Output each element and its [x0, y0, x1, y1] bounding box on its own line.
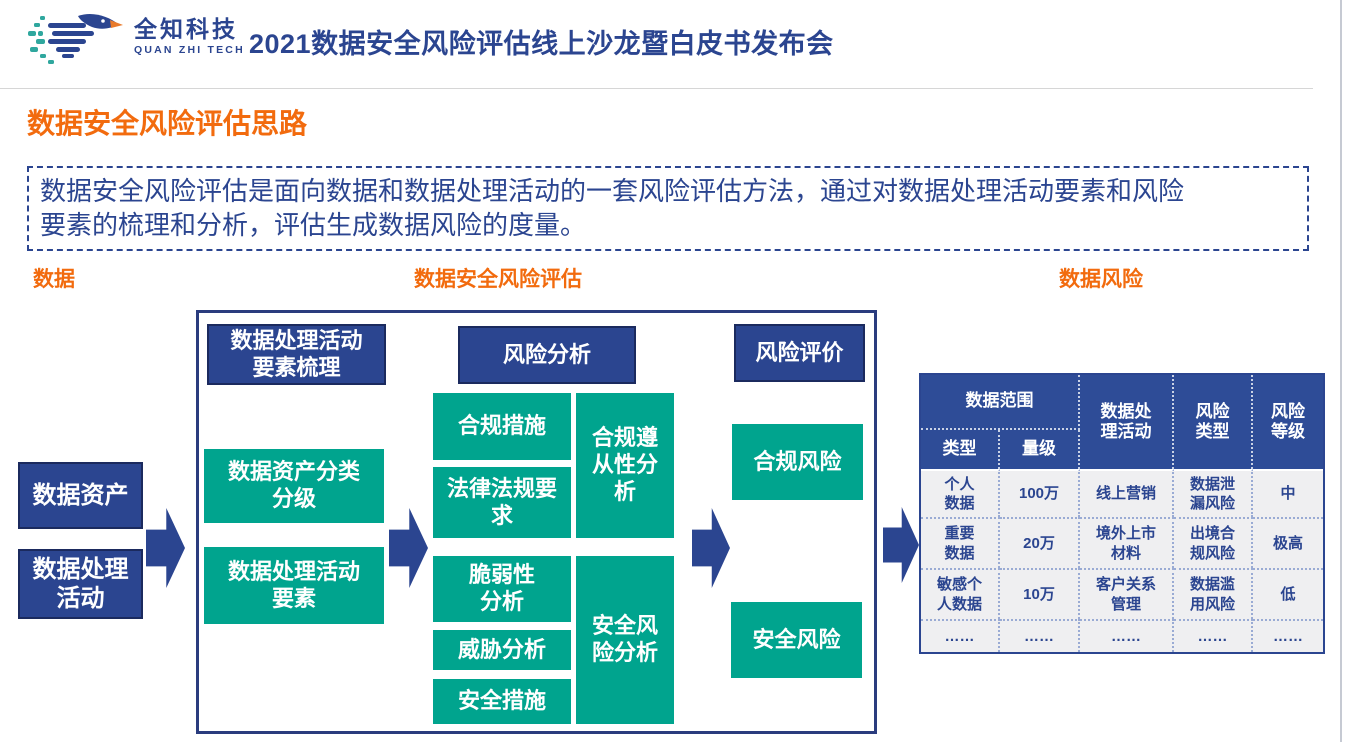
table-cell: 中: [1253, 469, 1323, 517]
flow-box-threat-analysis: 威胁分析: [433, 630, 571, 670]
description-box: 数据安全风险评估是面向数据和数据处理活动的一套风险评估方法，通过对数据处理活动要…: [27, 166, 1309, 251]
flow-box-asset-classification: 数据资产分类 分级: [204, 449, 384, 523]
table-cell: 出境合 规风险: [1174, 517, 1253, 568]
assessment-container: [196, 310, 877, 734]
logo-company-subname: QUAN ZHI TECH: [134, 44, 245, 57]
flow-box-legal-requirements: 法律法规要 求: [433, 467, 571, 538]
table-cell: 100万: [1000, 469, 1080, 517]
table-cell: 重要 数据: [921, 517, 1000, 568]
label-data: 数据: [33, 268, 75, 291]
table-header-risk-level: 风险 等级: [1253, 375, 1323, 469]
table-cell: 境外上市 材料: [1080, 517, 1174, 568]
flow-box-data-assets: 数据资产: [18, 462, 143, 529]
page-title: 2021数据安全风险评估线上沙龙暨白皮书发布会: [249, 29, 834, 59]
logo-company-name: 全知科技: [134, 16, 238, 42]
section-heading: 数据安全风险评估思路: [27, 108, 308, 139]
table-header-type: 类型: [921, 430, 1000, 469]
logo-bird-icon: [28, 13, 123, 64]
table-cell: 数据泄 漏风险: [1174, 469, 1253, 517]
flow-arrow-4-icon: [883, 507, 919, 583]
flow-box-security-measures: 安全措施: [433, 679, 571, 724]
logo-text: 全知科技 QUAN ZHI TECH: [134, 16, 245, 57]
table-cell: ……: [1253, 619, 1323, 652]
table-cell: 线上营销: [1080, 469, 1174, 517]
table-cell: ……: [1174, 619, 1253, 652]
label-assessment: 数据安全风险评估: [414, 268, 582, 291]
table-cell: 客户关系 管理: [1080, 568, 1174, 619]
flow-box-compliance-conformance-analysis: 合规遵 从性分 析: [576, 393, 674, 538]
table-cell: ……: [921, 619, 1000, 652]
flow-box-risk-evaluation: 风险评价: [734, 324, 865, 382]
table-cell: 个人 数据: [921, 469, 1000, 517]
table-cell: 敏感个 人数据: [921, 568, 1000, 619]
header-divider: [0, 88, 1313, 89]
table-cell: 20万: [1000, 517, 1080, 568]
table-cell: 极高: [1253, 517, 1323, 568]
flow-box-activity-elements: 数据处理活动 要素: [204, 547, 384, 624]
flow-box-security-risk: 安全风险: [731, 602, 862, 678]
page-right-edge: [1340, 0, 1342, 742]
flow-box-compliance-risk: 合规风险: [732, 424, 863, 500]
flow-box-security-risk-analysis: 安全风 险分析: [576, 556, 674, 724]
flow-box-risk-analysis: 风险分析: [458, 326, 636, 384]
table-header-processing-activity: 数据处 理活动: [1080, 375, 1174, 469]
table-header-scale: 量级: [1000, 430, 1080, 469]
flow-arrow-1-icon: [146, 508, 185, 588]
table-cell: 数据滥 用风险: [1174, 568, 1253, 619]
flow-box-data-processing-activity: 数据处理 活动: [18, 549, 143, 619]
table-cell: 10万: [1000, 568, 1080, 619]
table-header-risk-type: 风险 类型: [1174, 375, 1253, 469]
flow-box-vulnerability-analysis: 脆弱性 分析: [433, 556, 571, 622]
table-cell: ……: [1080, 619, 1174, 652]
table-header-data-scope: 数据范围: [921, 375, 1080, 430]
flow-box-activity-elements-sorting: 数据处理活动 要素梳理: [207, 324, 386, 385]
risk-table: 数据范围 类型 量级 数据处 理活动 风险 类型 风险 等级 个人 数据 100…: [919, 373, 1325, 654]
flow-box-compliance-measures: 合规措施: [433, 393, 571, 460]
description-text: 数据安全风险评估是面向数据和数据处理活动的一套风险评估方法，通过对数据处理活动要…: [40, 176, 1185, 240]
table-cell: 低: [1253, 568, 1323, 619]
label-risk: 数据风险: [1059, 268, 1143, 291]
table-cell: ……: [1000, 619, 1080, 652]
